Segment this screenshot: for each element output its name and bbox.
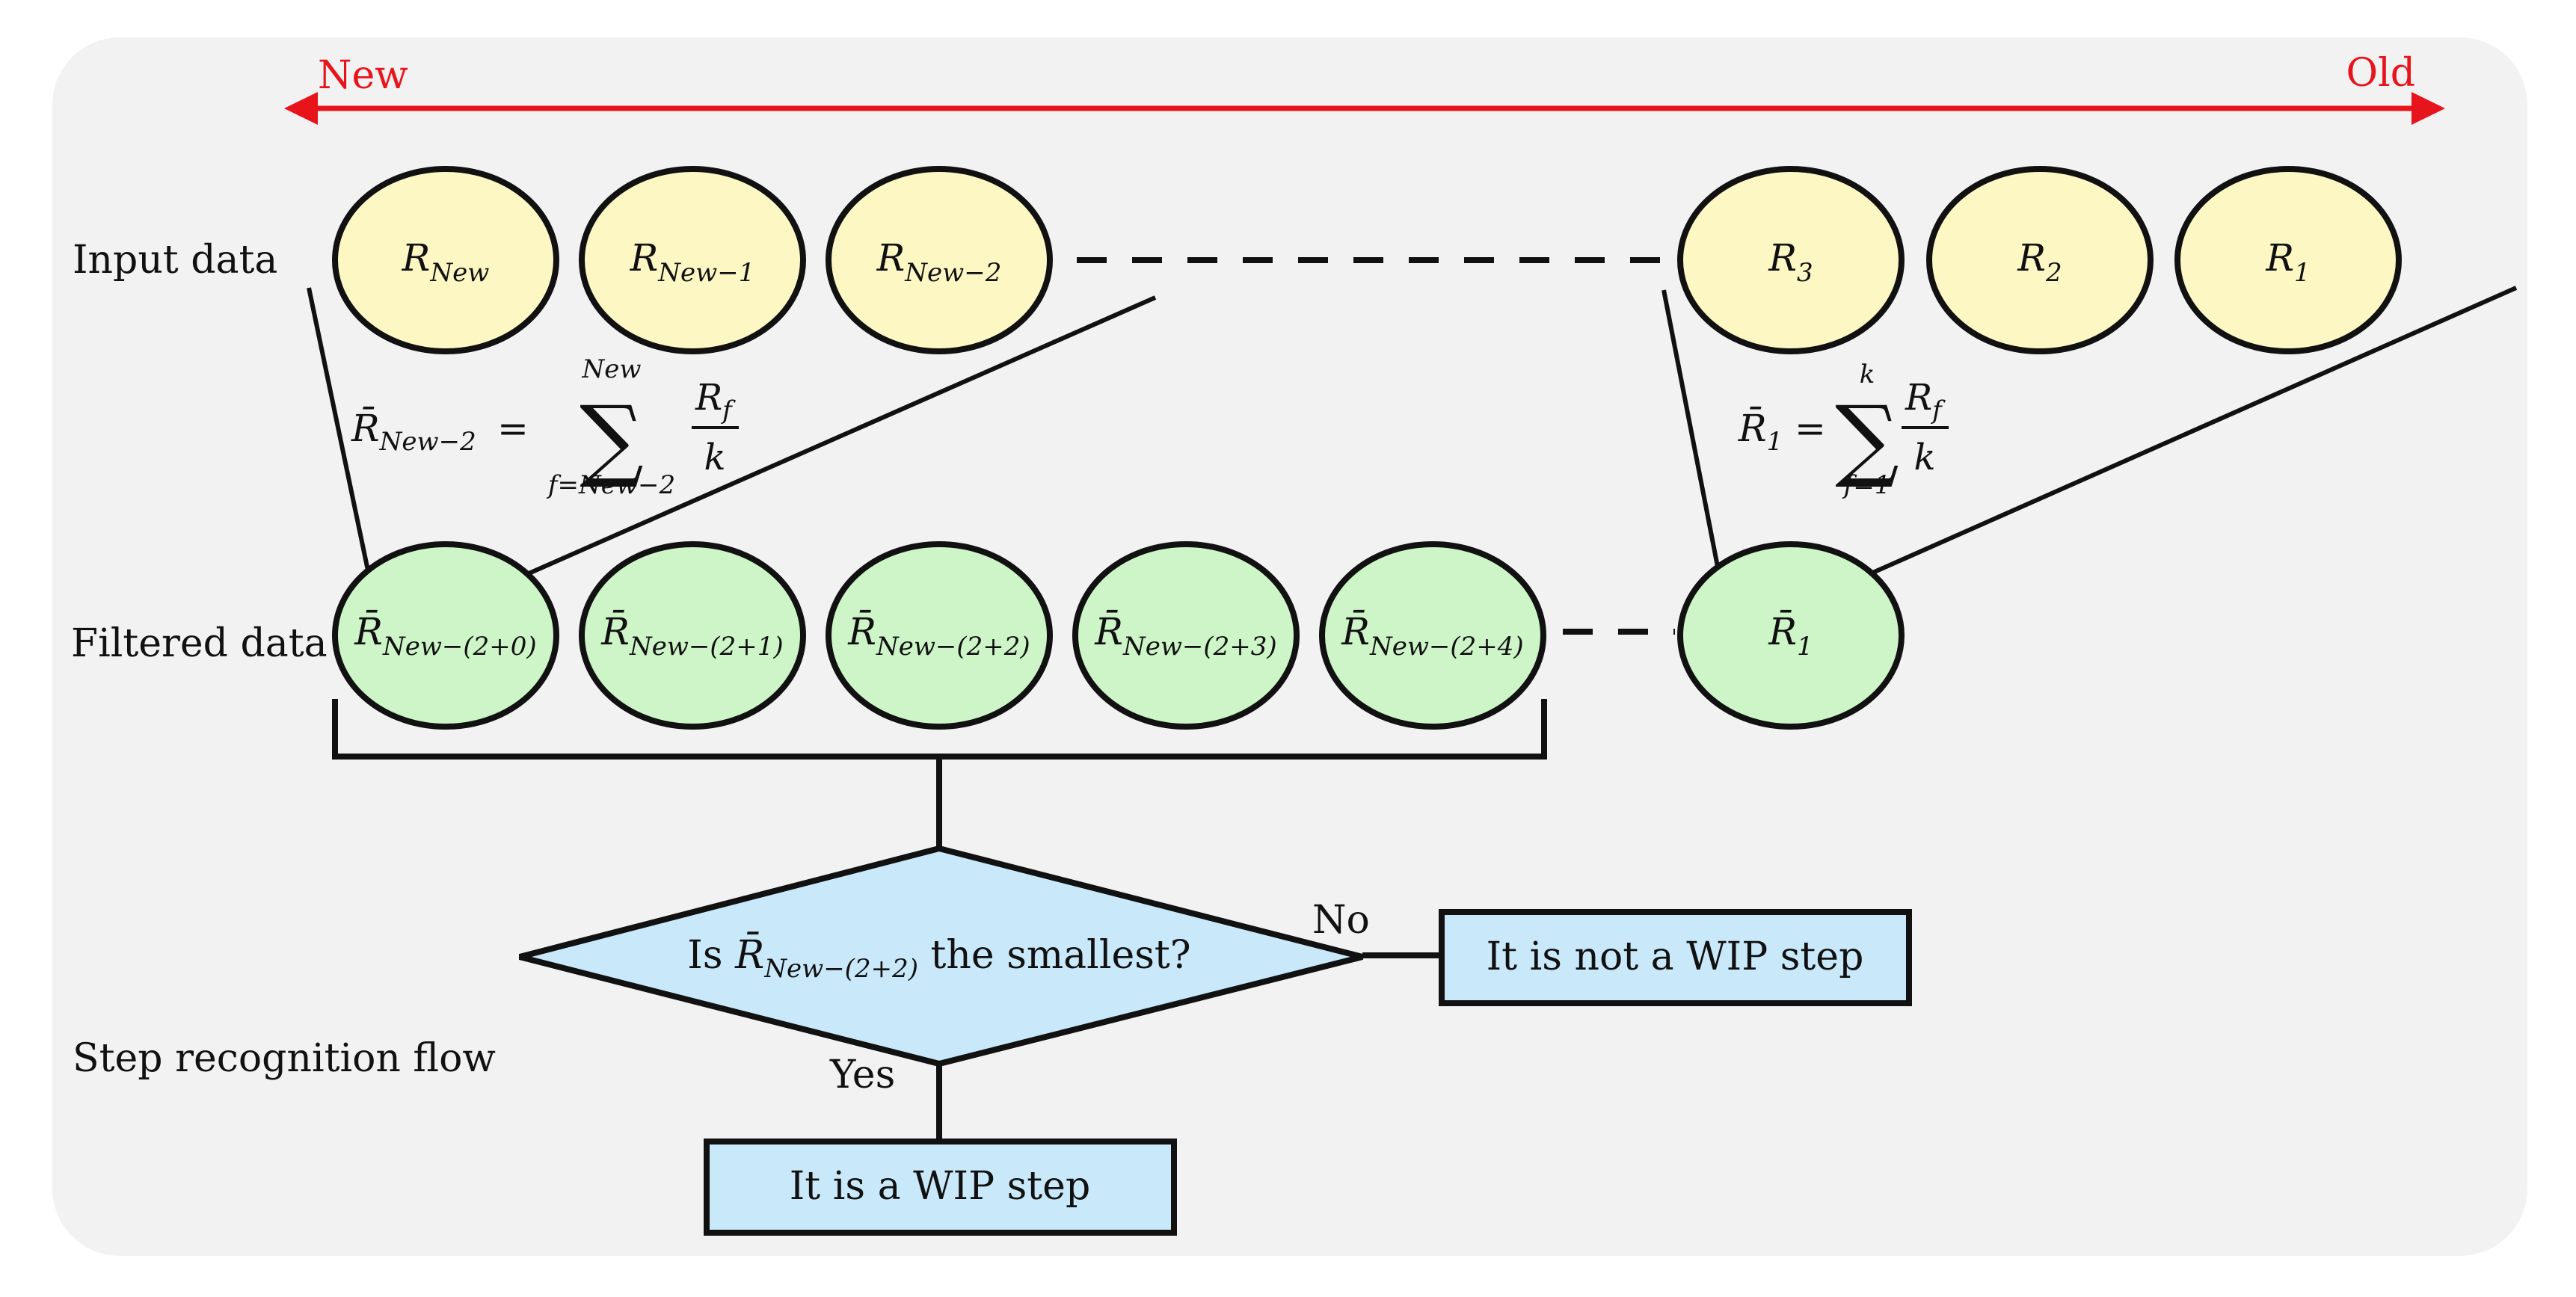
- input-node: R3: [1677, 166, 1905, 354]
- filtered-node: R̄New−(2+4): [1319, 541, 1546, 730]
- svg-text:=: =: [497, 407, 529, 450]
- svg-text:∑: ∑: [1835, 387, 1899, 491]
- formula-left: R̄New−2 = New ∑ f=New−2 Rf k: [351, 354, 739, 500]
- svg-text:It is not a WIP step: It is not a WIP step: [1487, 934, 1864, 979]
- timeline-arrow: New Old: [284, 51, 2445, 125]
- svg-text:New: New: [582, 354, 642, 384]
- arrow-head-left-icon: [284, 92, 318, 125]
- svg-text:f=1: f=1: [1842, 470, 1891, 500]
- svg-text:RNew−2: RNew−2: [876, 236, 1002, 288]
- svg-text:RNew: RNew: [402, 236, 490, 288]
- svg-text:R̄New−2: R̄New−2: [351, 406, 476, 457]
- svg-text:R̄New−(2+3): R̄New−(2+3): [1094, 609, 1276, 662]
- svg-text:R̄New−(2+4): R̄New−(2+4): [1341, 609, 1523, 662]
- input-node: R1: [2174, 166, 2402, 354]
- formula-right: R̄1 = k ∑ f=1 Rf k: [1738, 360, 1949, 500]
- row-label-filtered: Filtered data: [71, 621, 328, 666]
- input-node: RNew−1: [579, 166, 806, 354]
- row-label-input: Input data: [73, 238, 277, 283]
- filtered-node: R̄1: [1677, 541, 1905, 730]
- svg-text:k: k: [1860, 360, 1875, 389]
- svg-text:k: k: [1913, 437, 1935, 478]
- decision-diamond: Is R̄New−(2+2) the smallest?: [518, 845, 1363, 1068]
- filtered-row: R̄New−(2+0) R̄New−(2+1) R̄New−(2+2) R̄Ne…: [332, 541, 1905, 730]
- svg-text:RNew−1: RNew−1: [630, 236, 755, 288]
- svg-text:R3: R3: [1768, 236, 1813, 288]
- filtered-node: R̄New−(2+3): [1072, 541, 1300, 730]
- row-label-flow: Step recognition flow: [73, 1036, 496, 1081]
- grouping-bracket: [332, 699, 1547, 1142]
- input-node: R2: [1926, 166, 2154, 354]
- decision-no-label: No: [1312, 898, 1370, 943]
- svg-text:f=New−2: f=New−2: [546, 470, 675, 500]
- svg-text:R̄1: R̄1: [1738, 406, 1783, 457]
- filtered-node: R̄New−(2+1): [579, 541, 806, 730]
- svg-text:R̄New−(2+1): R̄New−(2+1): [600, 609, 783, 662]
- arrow-head-right-icon: [2411, 92, 2445, 125]
- svg-text:∑: ∑: [580, 387, 644, 491]
- timeline-new-label: New: [318, 53, 408, 98]
- svg-text:R̄New−(2+0): R̄New−(2+0): [354, 609, 536, 662]
- input-node: RNew: [332, 166, 559, 354]
- filtered-node: R̄New−(2+2): [826, 541, 1053, 730]
- window-lines: [307, 286, 2518, 576]
- outcome-wip-box: It is a WIP step: [704, 1139, 1177, 1236]
- svg-text:R2: R2: [2017, 236, 2062, 288]
- input-node: RNew−2: [826, 166, 1053, 354]
- filtered-node: R̄New−(2+0): [332, 541, 559, 730]
- svg-text:R̄1: R̄1: [1768, 609, 1813, 662]
- svg-text:R̄New−(2+2): R̄New−(2+2): [847, 609, 1030, 662]
- svg-text:=: =: [1795, 407, 1826, 450]
- svg-text:R1: R1: [2265, 236, 2310, 288]
- input-row: RNew RNew−1 RNew−2 R3 R2 R1: [332, 166, 2402, 354]
- decision-yes-label: Yes: [829, 1053, 895, 1097]
- svg-text:k: k: [704, 437, 725, 478]
- outcome-not-wip-box: It is not a WIP step: [1439, 909, 1912, 1006]
- decision-question: Is R̄New−(2+2) the smallest?: [687, 932, 1190, 984]
- timeline-old-label: Old: [2346, 51, 2415, 96]
- svg-text:It is a WIP step: It is a WIP step: [790, 1164, 1091, 1209]
